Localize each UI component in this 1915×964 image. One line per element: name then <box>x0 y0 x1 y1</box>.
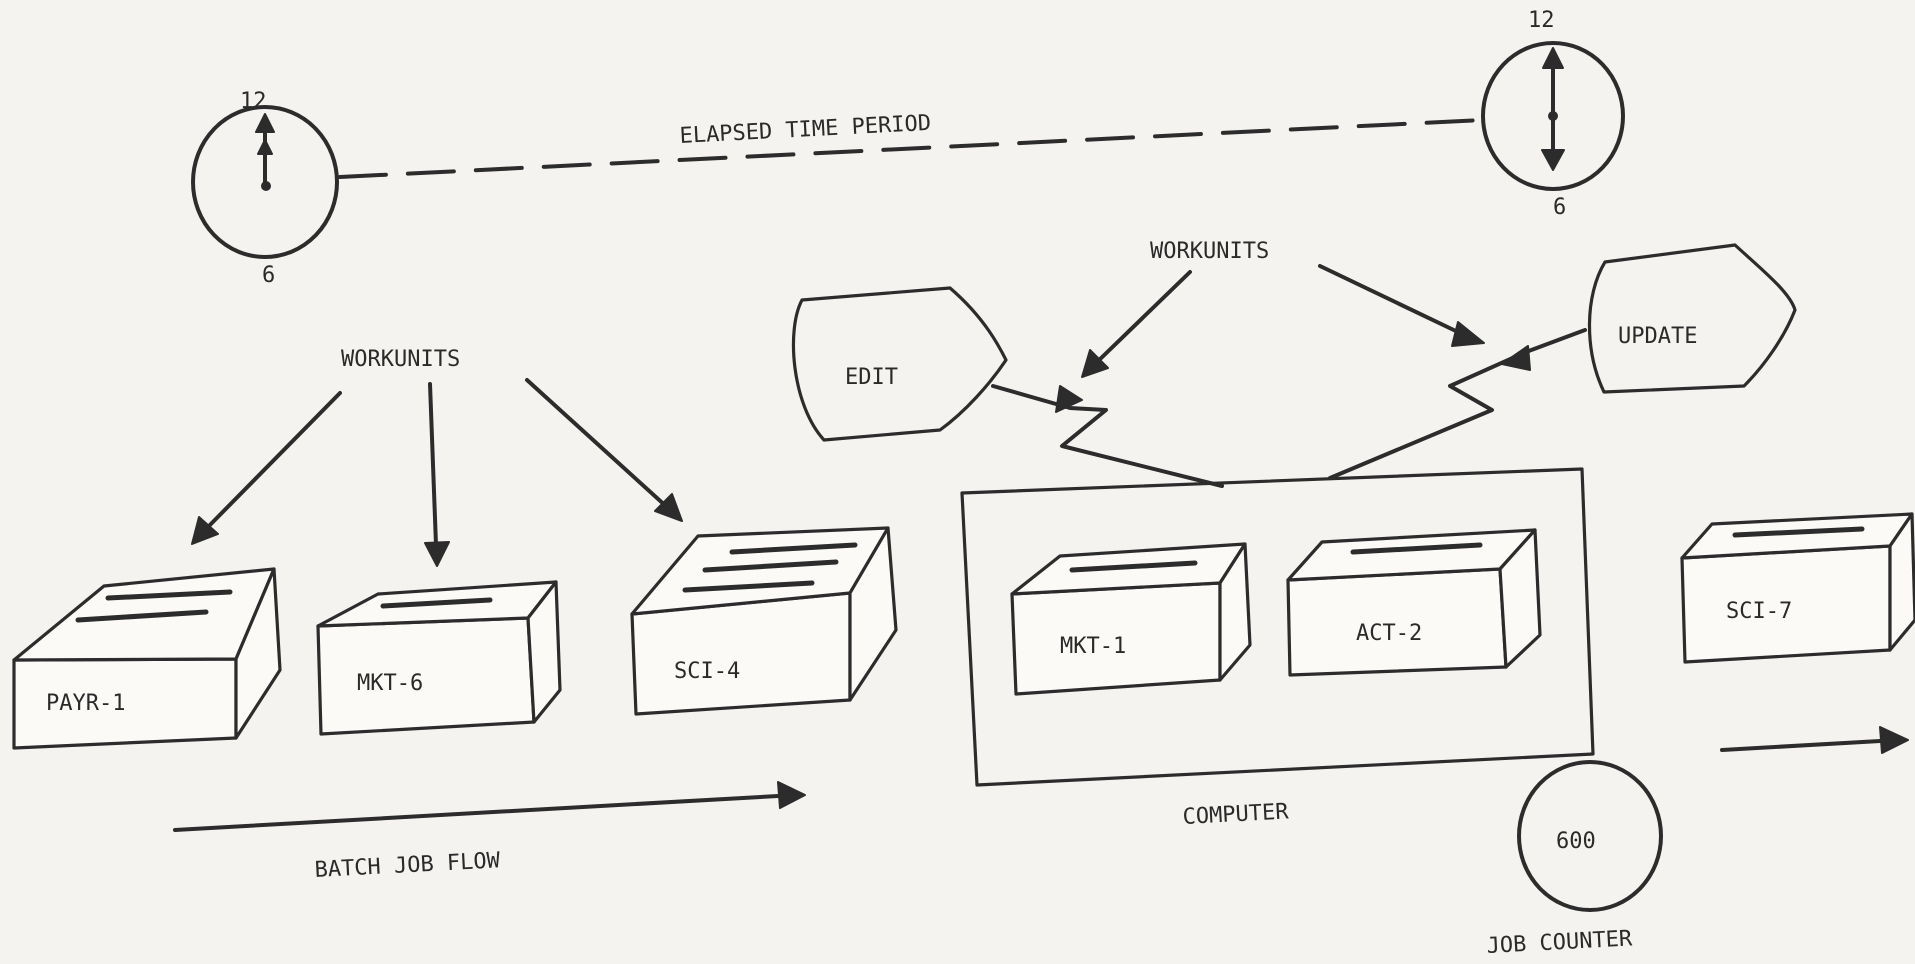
job-counter-label: JOB COUNTER <box>1486 926 1634 959</box>
job-counter-value: 600 <box>1556 829 1596 854</box>
end-clock-12: 12 <box>1528 8 1555 33</box>
start-clock-12: 12 <box>240 89 267 114</box>
batch-box-mkt-6: MKT-6 <box>318 582 560 734</box>
workunits-left-arrows <box>192 380 682 566</box>
batch-box-sci-4-label: SCI-4 <box>674 659 740 684</box>
output-box-sci-7: SCI-7 <box>1682 514 1915 662</box>
update-process: UPDATE <box>1589 245 1795 392</box>
batch-box-mkt-6-label: MKT-6 <box>357 671 423 696</box>
batch-flow-label: BATCH JOB FLOW <box>314 848 501 883</box>
output-flow-arrow <box>1722 741 1880 750</box>
start-clock-6: 6 <box>262 263 275 288</box>
edit-label: EDIT <box>845 365 898 390</box>
computer-box-act-2: ACT-2 <box>1288 530 1540 675</box>
update-label: UPDATE <box>1618 324 1697 349</box>
workunits-right-arrows <box>1082 266 1484 377</box>
output-box-sci-7-label: SCI-7 <box>1726 599 1792 624</box>
start-clock: 12 6 <box>193 89 337 288</box>
workunits-right-label: WORKUNITS <box>1150 239 1269 264</box>
edit-link <box>993 386 1222 486</box>
workunits-left-label: WORKUNITS <box>341 347 460 372</box>
batch-box-sci-4: SCI-4 <box>632 528 896 714</box>
end-clock: 12 6 <box>1483 8 1623 220</box>
batch-flow-arrow <box>175 796 778 830</box>
computer: MKT-1 ACT-2 <box>962 469 1593 785</box>
computer-box-act-2-label: ACT-2 <box>1356 621 1422 646</box>
batch-box-payr-1: PAYR-1 <box>14 569 280 748</box>
end-clock-6: 6 <box>1553 195 1566 220</box>
update-link <box>1330 330 1585 478</box>
computer-box-mkt-1: MKT-1 <box>1012 544 1250 694</box>
elapsed-time-label: ELAPSED TIME PERIOD <box>679 111 932 149</box>
job-counter: 600 <box>1519 762 1661 910</box>
computer-box-mkt-1-label: MKT-1 <box>1060 634 1126 659</box>
computer-label: COMPUTER <box>1182 799 1290 830</box>
edit-process: EDIT <box>793 288 1006 440</box>
batch-box-payr-1-label: PAYR-1 <box>46 691 125 716</box>
